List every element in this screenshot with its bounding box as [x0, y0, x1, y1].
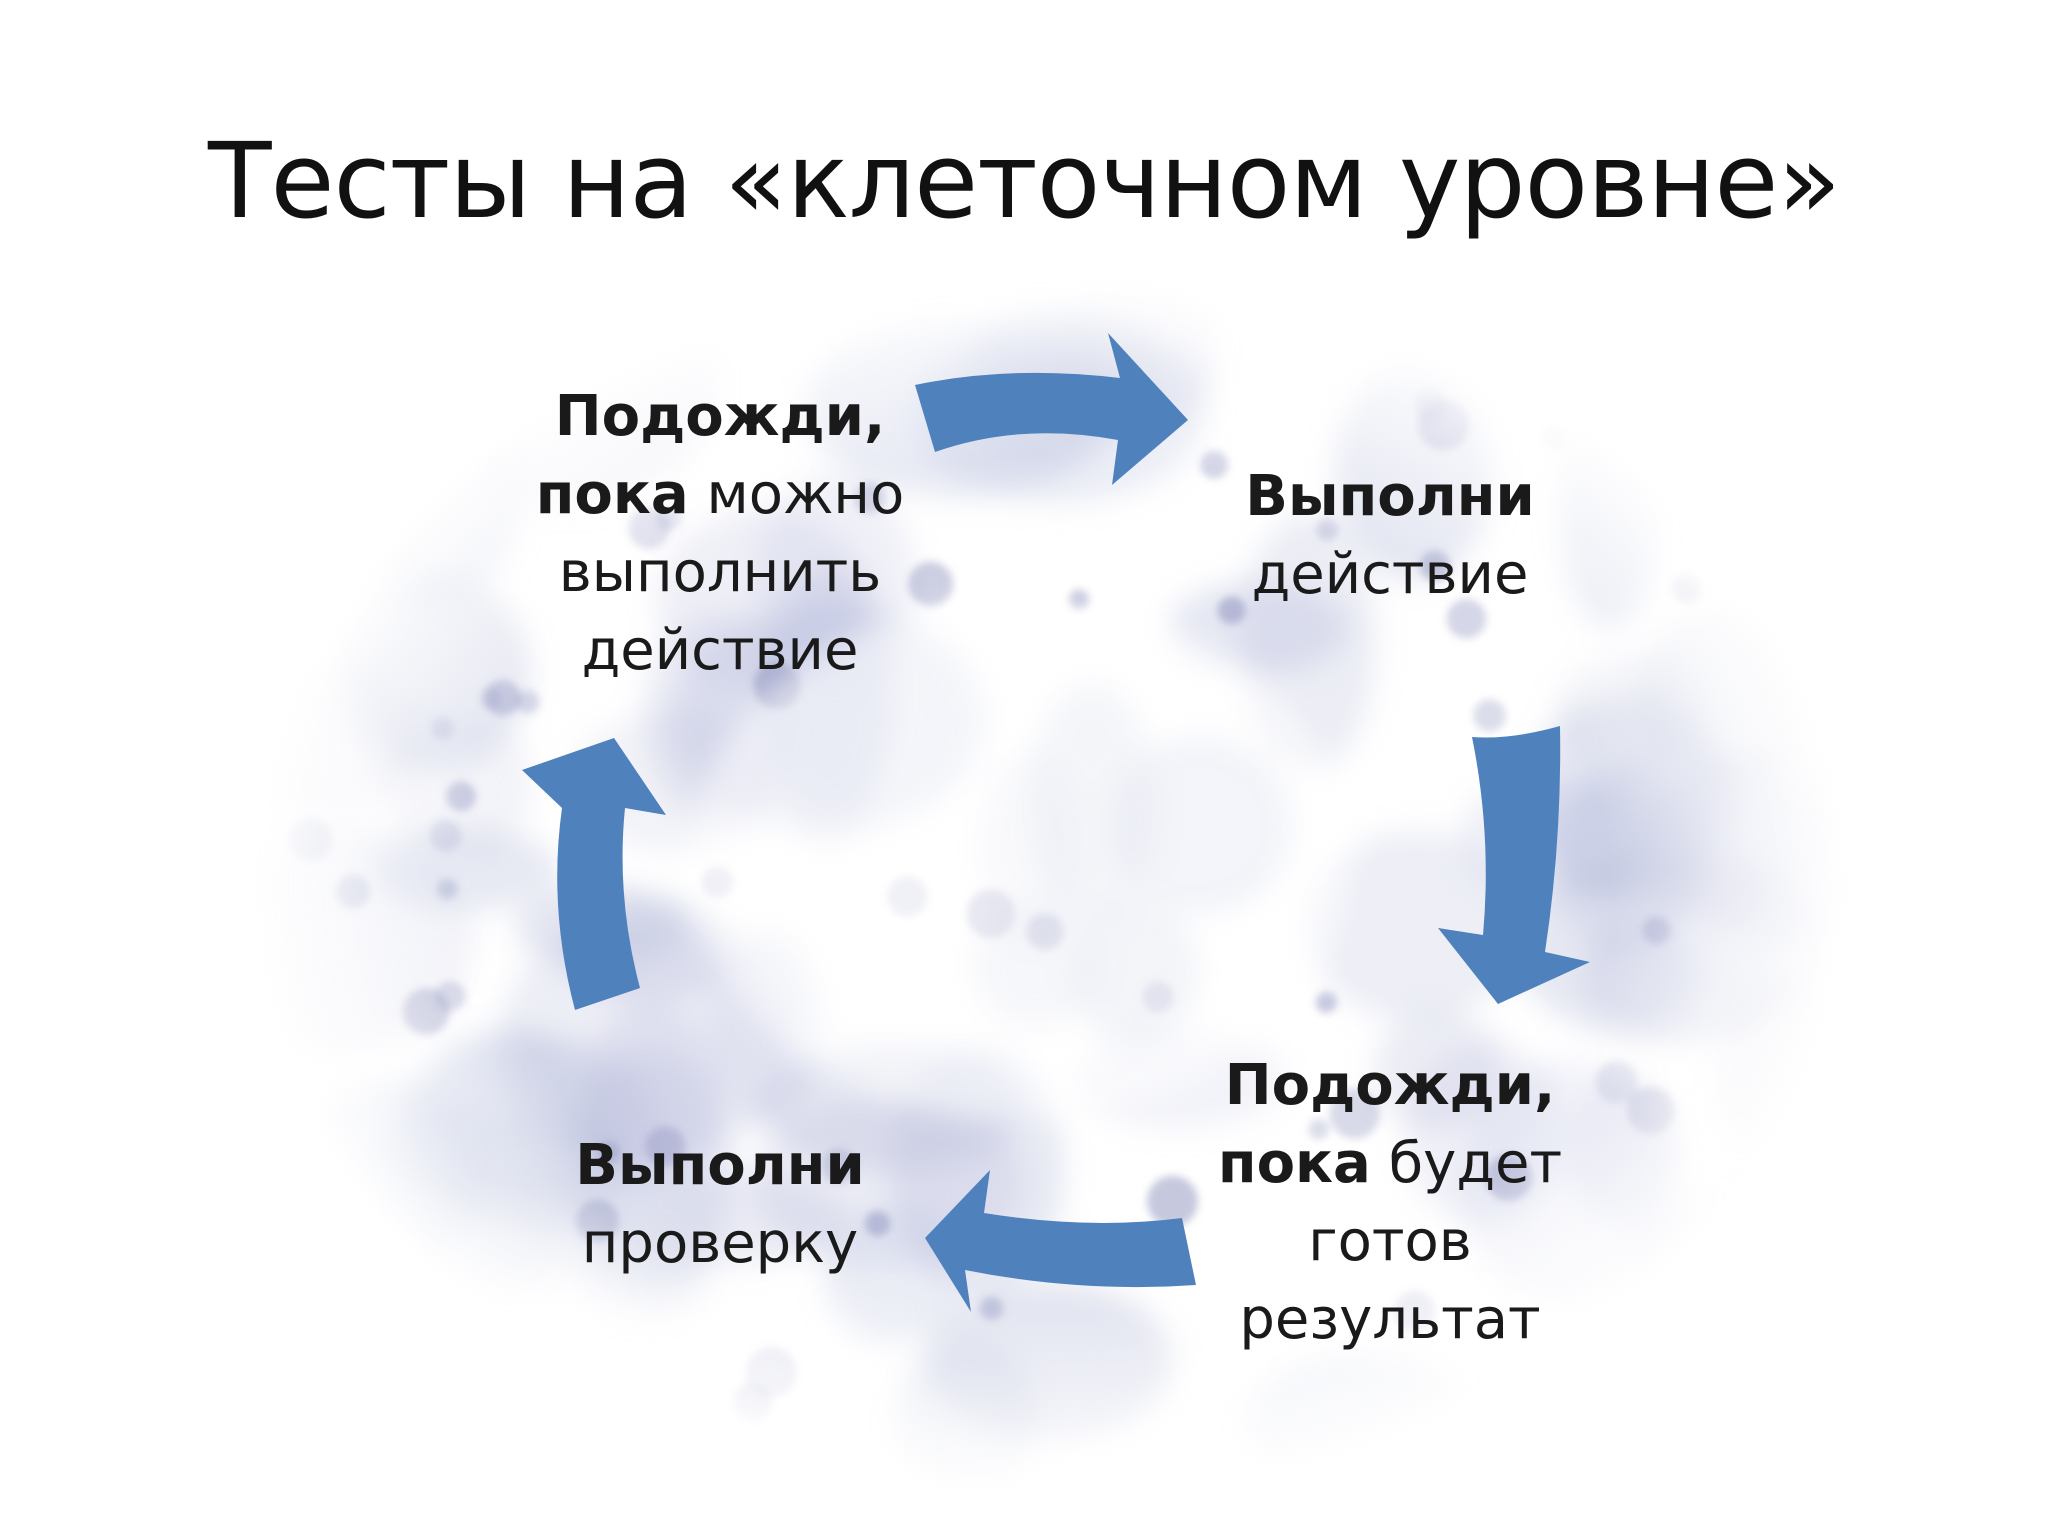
step-line: проверку	[470, 1205, 970, 1283]
cell-nucleus	[596, 1141, 620, 1165]
cell-body	[1306, 831, 1523, 1022]
step-text: готов	[1308, 1209, 1472, 1274]
cell-nucleus	[1595, 1061, 1639, 1104]
cell-body	[339, 359, 523, 606]
cell-nucleus	[1315, 991, 1337, 1014]
step-line: Выполни	[1130, 458, 1650, 536]
cell-body	[1459, 1061, 1686, 1306]
step-text-bold: Подожди,	[1224, 1053, 1556, 1118]
step-line: действие	[1130, 536, 1650, 614]
cell-nucleus	[1485, 1154, 1533, 1202]
arrow-left	[522, 738, 666, 1010]
cell-nucleus	[1217, 596, 1246, 625]
cell-nucleus	[745, 1347, 797, 1398]
step-do-action: Выполни действие	[1130, 458, 1650, 614]
cell-body	[655, 507, 871, 691]
cell-nucleus	[864, 1210, 891, 1237]
cell-nucleus	[317, 1201, 352, 1236]
step-text: проверку	[581, 1211, 859, 1276]
step-do-check: Выполни проверку	[470, 1127, 970, 1283]
cell-nucleus	[515, 690, 540, 714]
cell-body	[1541, 757, 1832, 918]
step-line: действие	[470, 612, 970, 690]
step-line: выполнить	[470, 534, 970, 612]
cell-nucleus	[1473, 699, 1506, 732]
cell-nucleus	[322, 521, 352, 552]
step-text-bold: пока	[535, 462, 689, 527]
step-text: будет	[1370, 1131, 1563, 1196]
cell-nucleus	[1642, 916, 1671, 945]
cell-nucleus	[388, 451, 429, 492]
cell-nucleus	[317, 342, 345, 370]
step-text: можно	[688, 462, 905, 527]
cell-nucleus	[1329, 1088, 1380, 1139]
step-text: выполнить	[558, 540, 882, 605]
cell-nucleus	[429, 819, 462, 852]
center-clearing	[690, 600, 1350, 1120]
slide-title: Тесты на «клеточном уровне»	[207, 120, 1841, 242]
cell-body	[1718, 976, 1853, 1179]
arrow-top	[915, 333, 1188, 485]
cell-nucleus	[1147, 1175, 1199, 1227]
cell-body	[1561, 396, 1662, 628]
cell-nucleus	[445, 781, 476, 812]
cell-nucleus	[1200, 450, 1229, 479]
cell-nucleus	[402, 987, 450, 1035]
step-text: действие	[1251, 542, 1529, 607]
step-line: пока можно	[470, 456, 970, 534]
cell-nucleus	[1759, 442, 1795, 478]
cell-nucleus	[1419, 550, 1451, 582]
step-text-bold: Выполни	[1245, 464, 1535, 529]
cell-nucleus	[656, 505, 682, 531]
step-line: Выполни	[470, 1127, 970, 1205]
cell-nucleus	[484, 679, 521, 716]
cell-nucleus	[908, 561, 954, 607]
step-line: пока будет	[1130, 1125, 1650, 1203]
step-line: Подожди,	[470, 378, 970, 456]
cell-body	[1555, 654, 1710, 779]
cell-nucleus	[1308, 1118, 1329, 1140]
cell-nucleus	[288, 817, 332, 861]
cell-nucleus	[854, 482, 886, 514]
cell-nucleus	[1446, 598, 1487, 639]
cell-body	[386, 1025, 616, 1280]
arrow-bottom	[925, 1170, 1196, 1312]
step-text-bold: Выполни	[575, 1133, 865, 1198]
step-line: готов	[1130, 1203, 1650, 1281]
arrow-right	[1438, 726, 1590, 1004]
step-text-bold: пока	[1217, 1131, 1371, 1196]
cell-nucleus	[430, 717, 454, 740]
cell-body	[334, 570, 530, 772]
step-line: результат	[1130, 1281, 1650, 1359]
cell-nucleus	[436, 878, 458, 900]
cell-nucleus	[979, 1296, 1004, 1320]
cell-nucleus	[335, 874, 370, 909]
cell-nucleus	[1315, 518, 1339, 541]
step-text: результат	[1239, 1287, 1541, 1352]
cell-nucleus	[575, 1199, 619, 1243]
cell-body	[367, 828, 560, 911]
cell-nucleus	[1542, 424, 1567, 449]
cell-nucleus	[645, 1126, 686, 1167]
step-text-bold: Подожди,	[554, 384, 886, 449]
cell-nucleus	[821, 1148, 857, 1184]
step-line: Подожди,	[1130, 1047, 1650, 1125]
step-text: действие	[581, 618, 859, 683]
cell-nucleus	[1626, 1086, 1675, 1135]
cell-body	[1581, 919, 1701, 1029]
cell-body	[1246, 1355, 1481, 1496]
cell-nucleus	[1417, 399, 1469, 450]
cell-body	[1607, 1278, 1898, 1494]
cell-nucleus	[1672, 573, 1703, 604]
cell-body	[428, 273, 666, 369]
cell-body	[923, 1281, 1173, 1444]
cell-nucleus	[1394, 1291, 1436, 1333]
